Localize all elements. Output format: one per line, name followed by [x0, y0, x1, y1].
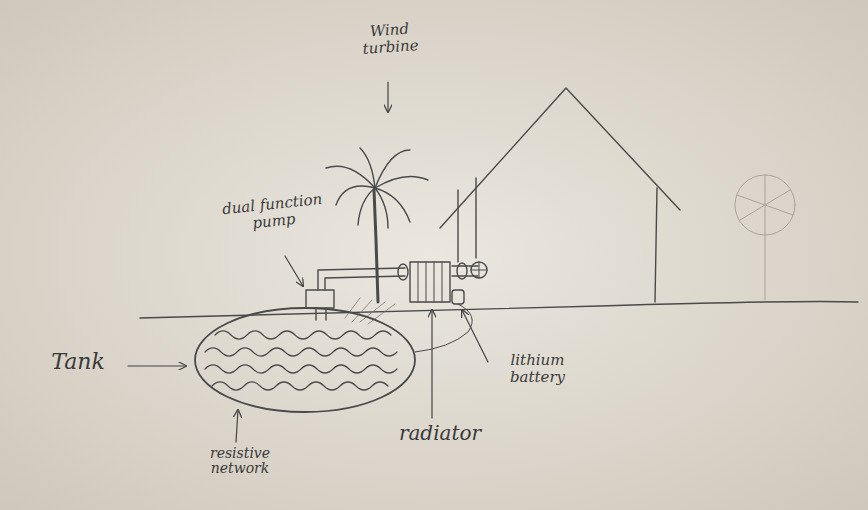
house-wall: [457, 190, 458, 262]
wire: [415, 304, 472, 352]
pipe: [325, 276, 405, 290]
palm-trunk: [374, 190, 378, 302]
palm-fronds: [326, 148, 428, 228]
sketch-label: Tank: [38, 350, 118, 374]
valve: [471, 262, 487, 278]
pump-pipe: [316, 308, 326, 320]
valve: [471, 262, 487, 278]
house-wall: [655, 188, 657, 302]
pipe: [318, 268, 405, 290]
radiator: [410, 262, 450, 302]
pipe-end: [457, 263, 467, 279]
resistive-network: [205, 331, 397, 390]
pencil-shading: [345, 298, 395, 324]
sketch-label: resistive network: [190, 446, 290, 477]
sketch-label: dual function pump: [217, 190, 330, 234]
pump: [306, 290, 334, 308]
pipe-end: [398, 264, 408, 280]
leader-arrows: [128, 82, 488, 442]
faint-turbine: [735, 175, 795, 300]
radiator-fins: [418, 262, 442, 302]
battery: [452, 290, 464, 304]
sketch-label: Wind turbine: [349, 19, 431, 58]
sketch-label: radiator: [390, 422, 490, 444]
tank: [195, 308, 415, 412]
sketch-label: lithium battery: [490, 352, 585, 385]
house-wall: [475, 178, 476, 258]
